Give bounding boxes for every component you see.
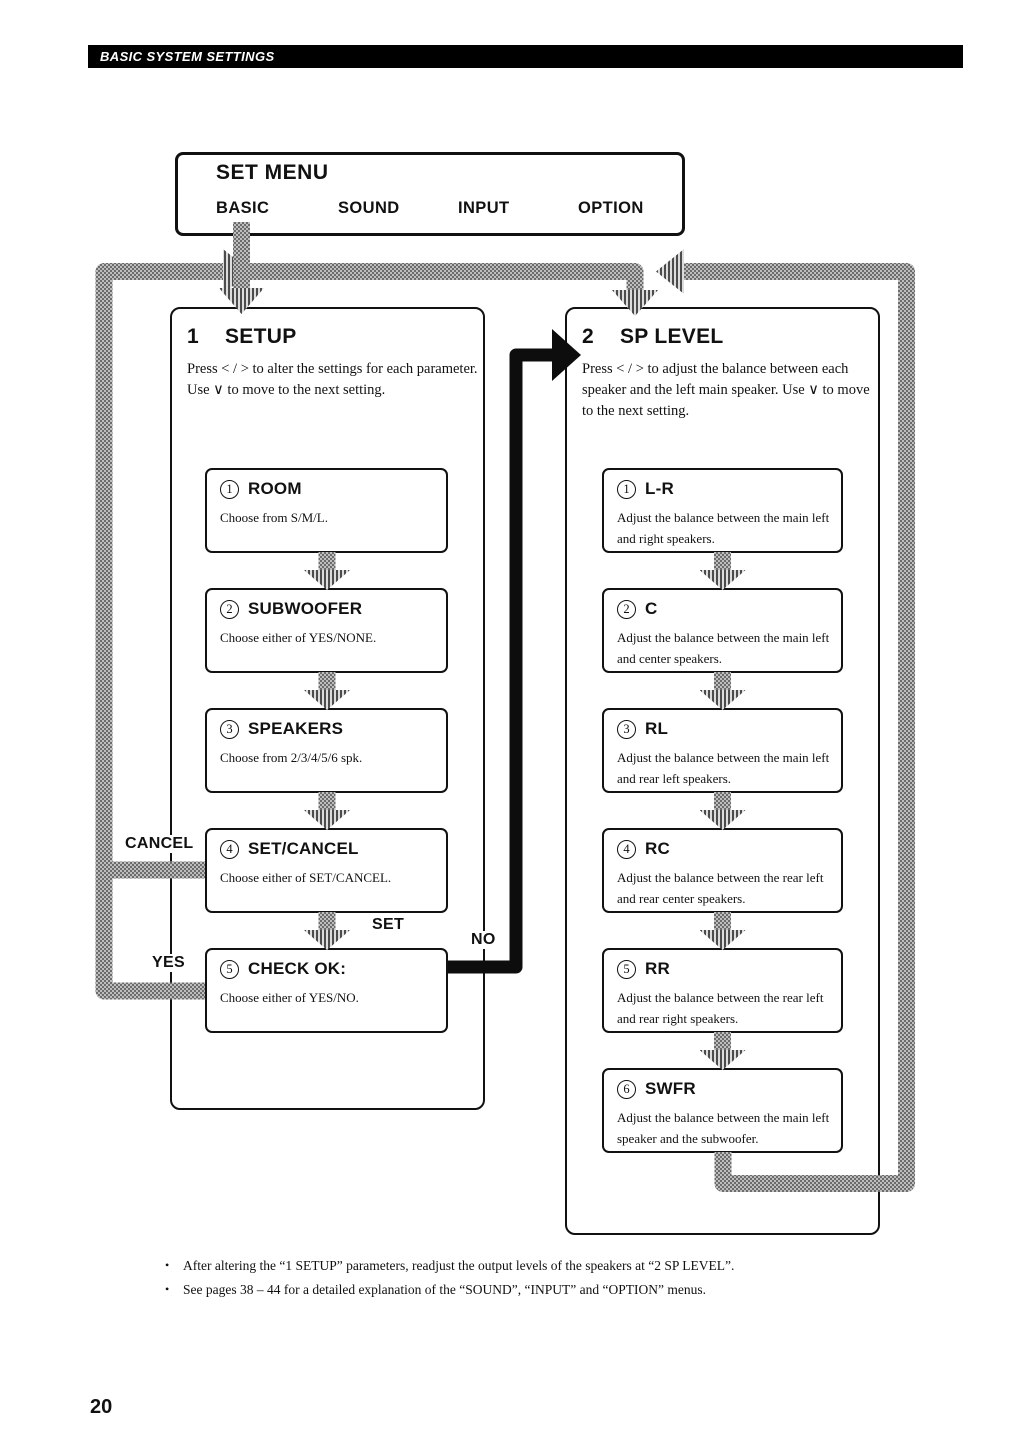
set-menu-box: SET MENU BASIC SOUND INPUT OPTION [175, 152, 685, 236]
step-number-badge: 3 [220, 719, 239, 739]
setup-column-heading: 1 SETUP [187, 325, 297, 349]
section-header-title: BASIC SYSTEM SETTINGS [100, 49, 275, 64]
loop-arrowhead-left-icon [656, 249, 684, 294]
step-number-badge: 1 [220, 479, 239, 499]
set-menu-item-sound: SOUND [338, 199, 400, 217]
cancel-route-label: CANCEL [122, 835, 197, 853]
yes-route-label: YES [149, 954, 188, 972]
set-menu-title: SET MENU [216, 161, 329, 184]
setup-column-description: Press < / > to alter the settings for ea… [187, 361, 478, 399]
set-menu-item-basic: BASIC [216, 199, 270, 217]
bullet-icon: • [165, 1258, 170, 1272]
set-route-label: SET [369, 916, 408, 934]
footnote-2: • See pages 38 – 44 for a detailed expla… [165, 1282, 706, 1297]
setup-column-number: 1 [187, 325, 199, 348]
set-menu-item-option: OPTION [578, 199, 644, 217]
sp-level-column-title: SP LEVEL [620, 325, 724, 348]
step-number-badge: 5 [220, 959, 239, 979]
sp-level-column-description: Press < / > to adjust the balance betwee… [582, 361, 870, 420]
setup-column-title: SETUP [225, 325, 297, 348]
step-number-badge: 1 [617, 479, 636, 499]
page-number: 20 [90, 1396, 113, 1418]
footnote-1: • After altering the “1 SETUP” parameter… [165, 1258, 735, 1273]
top-bar-to-sp-level-line [241, 263, 644, 292]
step-number-badge: 5 [617, 959, 636, 979]
step-number-badge: 2 [617, 599, 636, 619]
sp-level-column-heading: 2 SP LEVEL [582, 325, 724, 349]
section-header-bar: BASIC SYSTEM SETTINGS [88, 45, 963, 68]
set-menu-item-input: INPUT [458, 199, 510, 217]
no-route-label: NO [468, 931, 499, 949]
step-number-badge: 3 [617, 719, 636, 739]
bullet-icon: • [165, 1282, 170, 1296]
loop-arrowhead-right-icon [223, 249, 251, 294]
step-number-badge: 6 [617, 1079, 636, 1099]
step-number-badge: 4 [220, 839, 239, 859]
sp-level-column-number: 2 [582, 325, 594, 348]
step-number-badge: 2 [220, 599, 239, 619]
step-number-badge: 4 [617, 839, 636, 859]
